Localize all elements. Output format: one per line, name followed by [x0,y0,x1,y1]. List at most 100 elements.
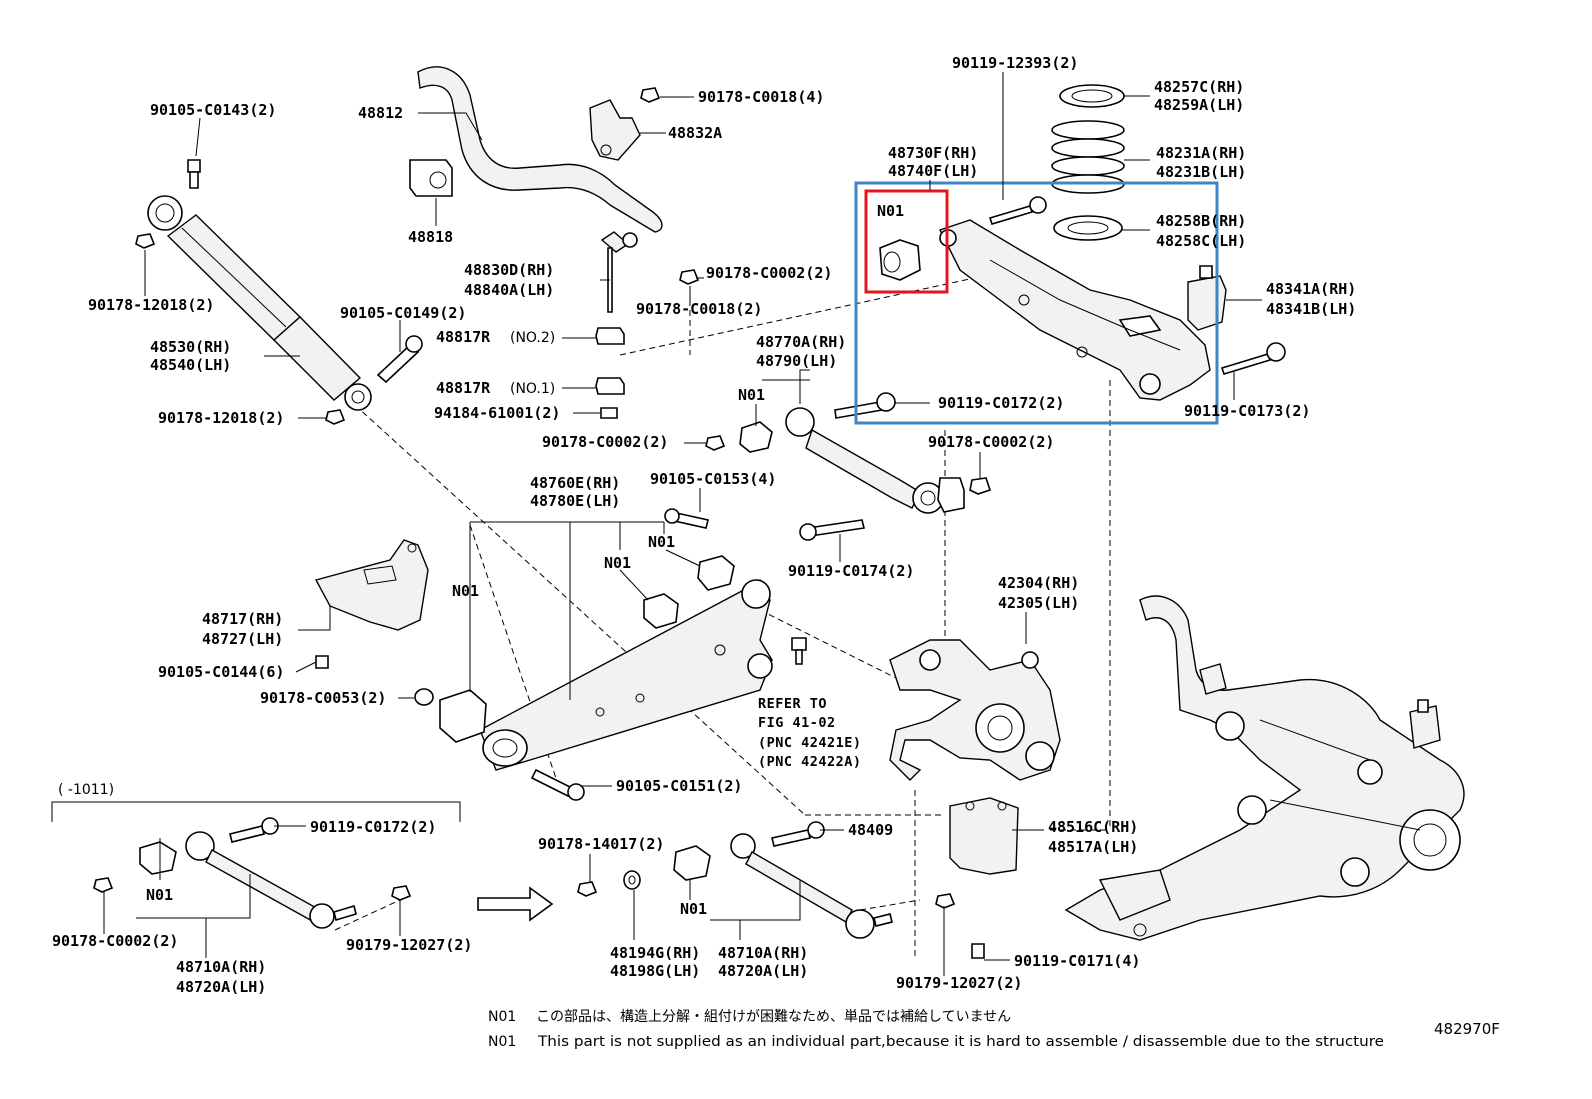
arrow-old-to-new [477,886,554,922]
bushing-N01-highlighted [879,239,921,281]
shim-48516C [949,797,1019,875]
nut-90178-C0002-toe-left [705,435,726,451]
label-90178-12018-bottom: 90178-12018(2) [158,409,284,427]
bushing-N01-trailing-front [439,689,487,743]
nut-90178-C0002-toe-right [969,477,992,495]
bushing-N01-trailing-rear [697,555,735,591]
label-N01-highlighted: N01 [877,202,904,220]
red-highlight-box [864,189,949,294]
bolt-90105-C0144 [315,655,329,669]
bolt-90105-C0143 [187,159,201,189]
label-90105-C0149: 90105-C0149(2) [340,304,466,322]
label-90178-C0018-4: 90178-C0018(4) [698,88,824,106]
label-90178-12018-top: 90178-12018(2) [88,296,214,314]
nut-90179-12027-old [391,885,412,901]
label-N01-lower-link: N01 [680,900,707,918]
label-48720A-new: 48720A(LH) [718,962,808,980]
label-48727: 48727(LH) [202,630,283,648]
label-48740F: 48740F(LH) [888,162,978,180]
trailing-arm-48760E [479,579,773,771]
label-90178-14017: 90178-14017(2) [538,835,664,853]
label-90119-C0171: 90119-C0171(4) [1014,952,1140,970]
label-48259A: 48259A(LH) [1154,96,1244,114]
label-90119-C0172-top: 90119-C0172(2) [938,394,1064,412]
label-48720A-old: 48720A(LH) [176,978,266,996]
label-48257C: 48257C(RH) [1154,78,1244,96]
label-48710A-new: 48710A(RH) [718,944,808,962]
old-version-bracket [51,801,461,822]
label-90119-C0173: 90119-C0173(2) [1184,402,1310,420]
footnote-en-code: N01 [488,1034,516,1050]
label-48517A: 48517A(LH) [1048,838,1138,856]
bolt-90119-C0171 [971,943,985,959]
coil-spring-upper-seat [1059,84,1125,108]
label-90105-C0144: 90105-C0144(6) [158,663,284,681]
label-48231A: 48231A(RH) [1156,144,1246,162]
label-48341A: 48341A(RH) [1266,280,1356,298]
label-90178-C0002-old: 90178-C0002(2) [52,932,178,950]
bushing-48817R-1 [595,377,625,395]
blue-highlight-box [854,181,1219,425]
footnote-jp-code: N01 [488,1009,516,1025]
washer-48194G [623,870,641,890]
label-48717: 48717(RH) [202,610,283,628]
label-48817R-no2: 48817R [436,328,491,346]
label-serial-range: ( -1011) [58,782,114,798]
bolt-48409 [771,821,825,847]
bushing-toe-right [937,477,965,513]
label-48817R-no1-note: (NO.1) [510,381,555,397]
label-90105-C0153: 90105-C0153(4) [650,470,776,488]
label-N01-trailing-front: N01 [452,582,479,600]
label-42305: 42305(LH) [998,594,1079,612]
label-90179-12027-new: 90179-12027(2) [896,974,1022,992]
label-48530: 48530(RH) [150,338,231,356]
stabilizer-bushing-48818 [409,159,453,197]
control-arm-48770A [785,407,944,514]
label-refer-pnc1: (PNC 42421E) [758,735,862,751]
nut-90178-12018-top [135,233,156,249]
label-48817R-no1: 48817R [436,379,491,397]
label-48516C: 48516C(RH) [1048,818,1138,836]
label-refer-fig: FIG 41-02 [758,715,836,731]
label-48840A: 48840A(LH) [464,281,554,299]
label-N01-toe: N01 [738,386,765,404]
lower-link-48710A [730,833,893,939]
label-48812: 48812 [358,104,403,122]
bushing-48817R-2 [595,327,625,345]
label-48540: 48540(LH) [150,356,231,374]
bushing-N01-48770A [739,421,773,453]
nut-90178-C0018-2 [679,269,700,285]
nut-90179-12027-right [935,893,956,909]
washer-94184-61001 [600,407,618,419]
leader-lines [103,72,1262,976]
assembled-suspension-view [1064,595,1465,941]
label-48341B: 48341B(LH) [1266,300,1356,318]
bushing-N01-trailing-mid [643,593,679,629]
label-90119-12393: 90119-12393(2) [952,54,1078,72]
label-48817R-no2-note: (NO.2) [510,330,555,346]
label-48818: 48818 [408,228,453,246]
label-48710A-old: 48710A(RH) [176,958,266,976]
bolt-90105-C0149 [376,335,423,384]
part-labels: 90105-C0143(2) 48812 90178-C0018(4) 4883… [52,54,1356,996]
nut-90178-C0018-4 [640,87,661,103]
label-94184-61001: 94184-61001(2) [434,404,560,422]
bolt-90119-C0172-top [834,392,896,419]
label-48409: 48409 [848,821,893,839]
label-48780E: 48780E(LH) [530,492,620,510]
diagram-id: 482970F [1434,1020,1500,1038]
lower-link-old-48710A [185,831,357,929]
stud-refer-42421E [791,637,807,665]
bushing-N01-old [139,841,177,875]
rear-axle-carrier-42304 [889,639,1061,781]
nut-90178-C0002-old [93,877,114,893]
label-90179-12027-old: 90179-12027(2) [346,936,472,954]
nut-90178-14017 [577,881,598,897]
label-90178-C0002-link: 90178-C0002(2) [706,264,832,282]
label-48832A: 48832A [668,124,722,142]
label-48258B: 48258B(RH) [1156,212,1246,230]
label-90178-C0002-toe-right: 90178-C0002(2) [928,433,1054,451]
label-90119-C0172-old: 90119-C0172(2) [310,818,436,836]
footnotes: N01 この部品は、構造上分解・組付けが困難なため、単品では補給していません N… [488,1009,1500,1050]
label-48258C: 48258C(LH) [1156,232,1246,250]
